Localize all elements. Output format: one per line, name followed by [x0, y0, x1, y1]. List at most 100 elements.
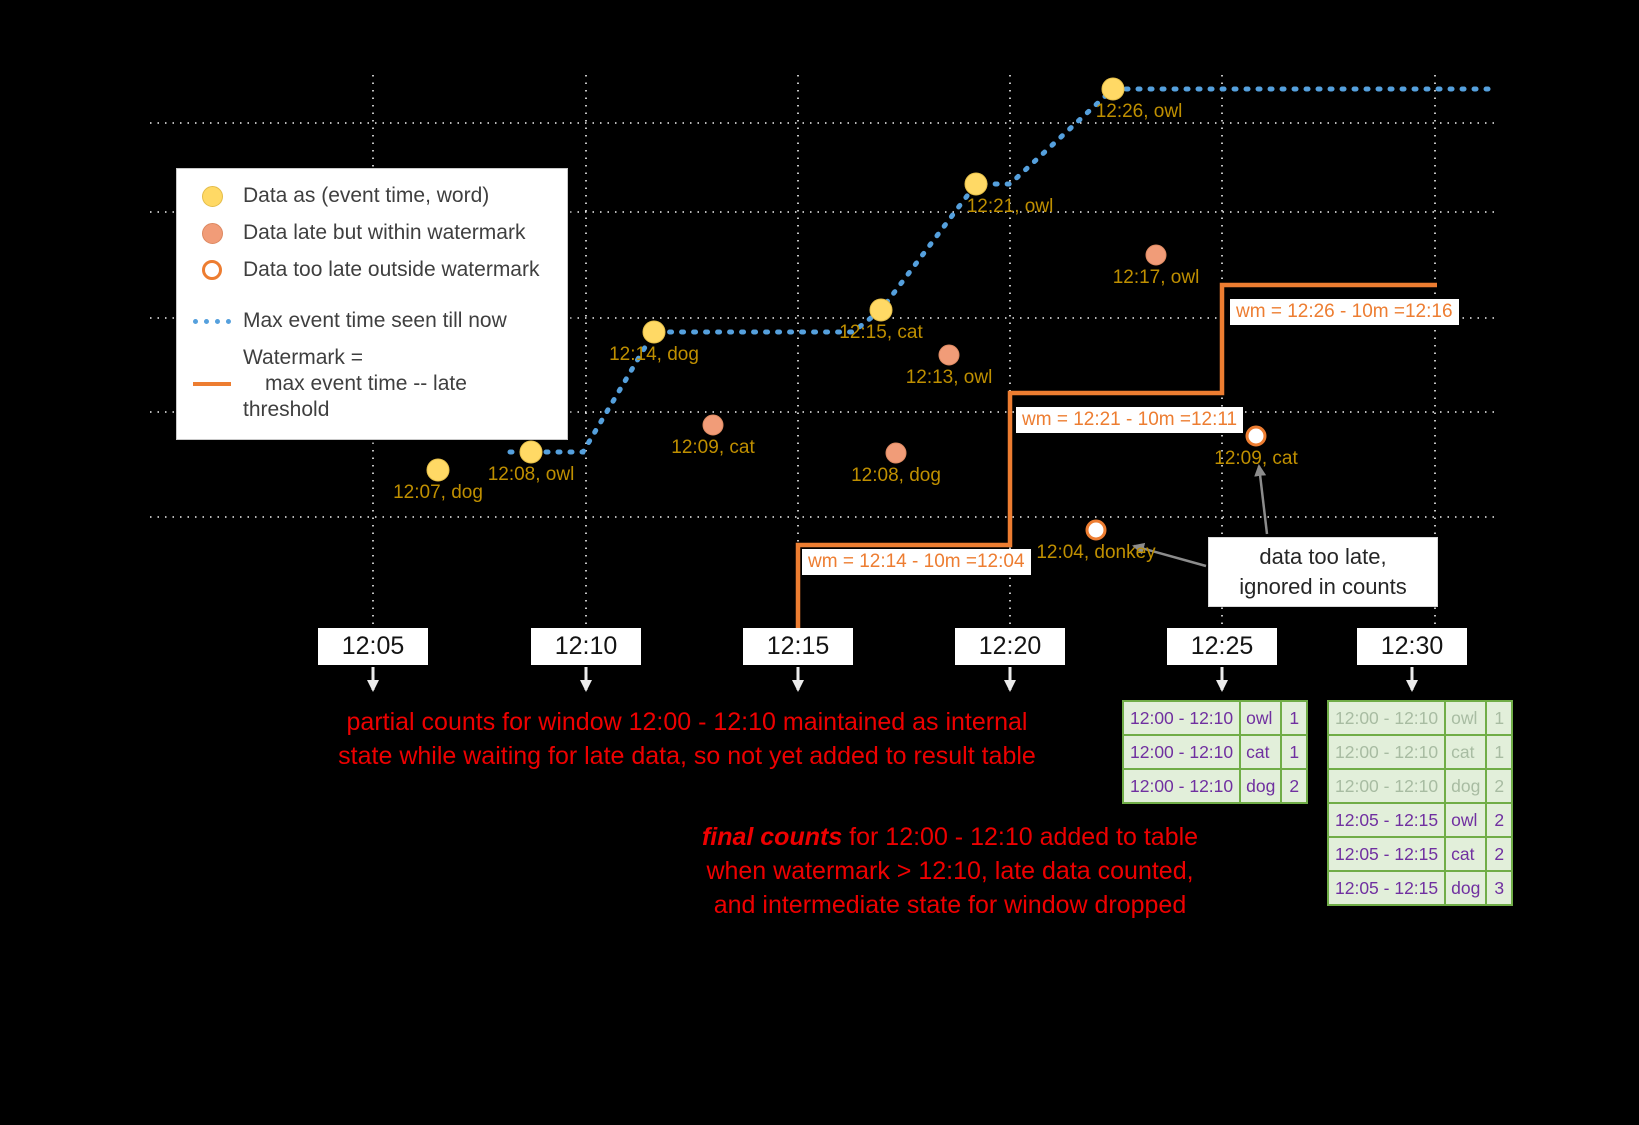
word-cell: cat [1444, 836, 1488, 872]
arrow-to-donkey-point [1132, 542, 1207, 568]
watermark-value-label-3: wm = 12:26 - 10m =12:16 [1230, 299, 1459, 325]
table-row-dropped: 12:00 - 12:10 cat 1 [1326, 734, 1514, 770]
partial-counts-annotation: partial counts for window 12:00 - 12:10 … [257, 705, 1117, 773]
table-row: 12:00 - 12:10 dog 2 [1121, 768, 1309, 804]
on-time-dot [426, 458, 450, 482]
count-cell: 1 [1485, 700, 1514, 736]
count-cell: 2 [1485, 768, 1514, 804]
word-cell: owl [1444, 802, 1488, 838]
point-label: 12:21, owl [966, 196, 1054, 217]
on-time-dot-icon [191, 185, 233, 207]
legend-item-too-late: Data too late outside watermark [191, 257, 553, 283]
late-dot-icon [191, 222, 233, 244]
legend-label: Data too late outside watermark [243, 258, 540, 281]
legend-item-late: Data late but within watermark [191, 220, 553, 246]
on-time-dot [1101, 77, 1125, 101]
point-label: 12:26, owl [1095, 101, 1183, 122]
axis-label-1215: 12:15 [743, 628, 853, 665]
window-cell: 12:05 - 12:15 [1326, 836, 1447, 872]
point-label: 12:09, cat [1214, 448, 1298, 469]
too-late-note-line2: ignored in counts [1239, 574, 1407, 599]
count-cell: 1 [1485, 734, 1514, 770]
window-cell: 12:00 - 12:10 [1121, 700, 1242, 736]
word-cell: dog [1444, 870, 1488, 906]
axis-label-1225: 12:25 [1167, 628, 1277, 665]
count-cell: 3 [1485, 870, 1514, 906]
final-line3: and intermediate state for window droppe… [713, 891, 1187, 919]
legend-item-watermark: Watermark = max event time -- late thres… [191, 345, 553, 423]
final-counts-annotation: final counts for 12:00 - 12:10 added to … [650, 820, 1250, 922]
point-label: 12:09, cat [671, 437, 755, 458]
too-late-note: data too late, ignored in counts [1208, 537, 1438, 607]
too-late-dot [1245, 425, 1267, 447]
final-emphasis: final counts [701, 823, 843, 851]
table-row: 12:05 - 12:15 dog 3 [1326, 870, 1514, 906]
table-row: 12:05 - 12:15 owl 2 [1326, 802, 1514, 838]
watermark-legend-line1: Watermark = [243, 346, 363, 369]
axis-arrows [367, 667, 1418, 692]
point-label: 12:08, owl [487, 464, 575, 485]
window-cell: 12:05 - 12:15 [1326, 870, 1447, 906]
max-event-time-line [507, 86, 1495, 455]
on-time-dot [964, 172, 988, 196]
word-cell: cat [1239, 734, 1283, 770]
partial-line2: state while waiting for late data, so no… [338, 742, 1036, 770]
late-dot [938, 344, 960, 366]
legend-item-max-event-time: Max event time seen till now [191, 308, 553, 334]
late-dot [885, 442, 907, 464]
dotted-line-icon [191, 318, 233, 324]
count-cell: 1 [1280, 734, 1309, 770]
too-late-dot-icon [191, 260, 233, 280]
final-line1-rest: for 12:00 - 12:10 added to table [842, 823, 1199, 851]
axis-label-1230: 12:30 [1357, 628, 1467, 665]
count-cell: 2 [1280, 768, 1309, 804]
watermark-value-label-2: wm = 12:21 - 10m =12:11 [1016, 407, 1244, 433]
word-cell: dog [1239, 768, 1283, 804]
legend-label: Max event time seen till now [243, 309, 507, 332]
word-cell: dog [1444, 768, 1488, 804]
table-row: 12:00 - 12:10 owl 1 [1121, 700, 1309, 736]
on-time-dot [642, 320, 666, 344]
point-label: 12:14, dog [609, 344, 699, 365]
axis-label-1205: 12:05 [318, 628, 428, 665]
window-cell: 12:00 - 12:10 [1326, 700, 1447, 736]
result-table-1225: 12:00 - 12:10 owl 1 12:00 - 12:10 cat 1 … [1121, 700, 1309, 804]
window-cell: 12:05 - 12:15 [1326, 802, 1447, 838]
count-cell: 2 [1485, 802, 1514, 838]
arrow-to-late-cat-point [1254, 464, 1269, 535]
point-label: 12:08, dog [851, 465, 941, 486]
word-cell: cat [1444, 734, 1488, 770]
watermark-step-line [795, 282, 1437, 630]
table-row-dropped: 12:00 - 12:10 owl 1 [1326, 700, 1514, 736]
result-table-1230: 12:00 - 12:10 owl 1 12:00 - 12:10 cat 1 … [1326, 700, 1514, 906]
word-cell: owl [1239, 700, 1283, 736]
point-label: 12:17, owl [1112, 267, 1200, 288]
legend-label: Watermark = max event time -- late thres… [243, 345, 553, 423]
legend-label: Data late but within watermark [243, 221, 526, 244]
window-cell: 12:00 - 12:10 [1326, 734, 1447, 770]
watermark-legend-line2: max event time -- late threshold [243, 372, 467, 421]
count-cell: 1 [1280, 700, 1309, 736]
legend-item-on-time: Data as (event time, word) [191, 183, 553, 209]
axis-label-1220: 12:20 [955, 628, 1065, 665]
word-cell: owl [1444, 700, 1488, 736]
partial-line1: partial counts for window 12:00 - 12:10 … [346, 708, 1028, 736]
too-late-dot [1085, 519, 1107, 541]
point-label: 12:07, dog [393, 482, 483, 503]
late-dot [1145, 244, 1167, 266]
table-row: 12:00 - 12:10 cat 1 [1121, 734, 1309, 770]
count-cell: 2 [1485, 836, 1514, 872]
too-late-note-line1: data too late, [1259, 544, 1387, 569]
too-late-arrows [1132, 464, 1269, 568]
window-cell: 12:00 - 12:10 [1121, 734, 1242, 770]
on-time-dot [519, 440, 543, 464]
window-cell: 12:00 - 12:10 [1121, 768, 1242, 804]
axis-label-1210: 12:10 [531, 628, 641, 665]
on-time-dot [869, 298, 893, 322]
point-label: 12:04, donkey [1036, 542, 1156, 563]
window-cell: 12:00 - 12:10 [1326, 768, 1447, 804]
watermark-value-label-1: wm = 12:14 - 10m =12:04 [802, 549, 1031, 575]
legend-label: Data as (event time, word) [243, 184, 490, 207]
late-dot [702, 414, 724, 436]
